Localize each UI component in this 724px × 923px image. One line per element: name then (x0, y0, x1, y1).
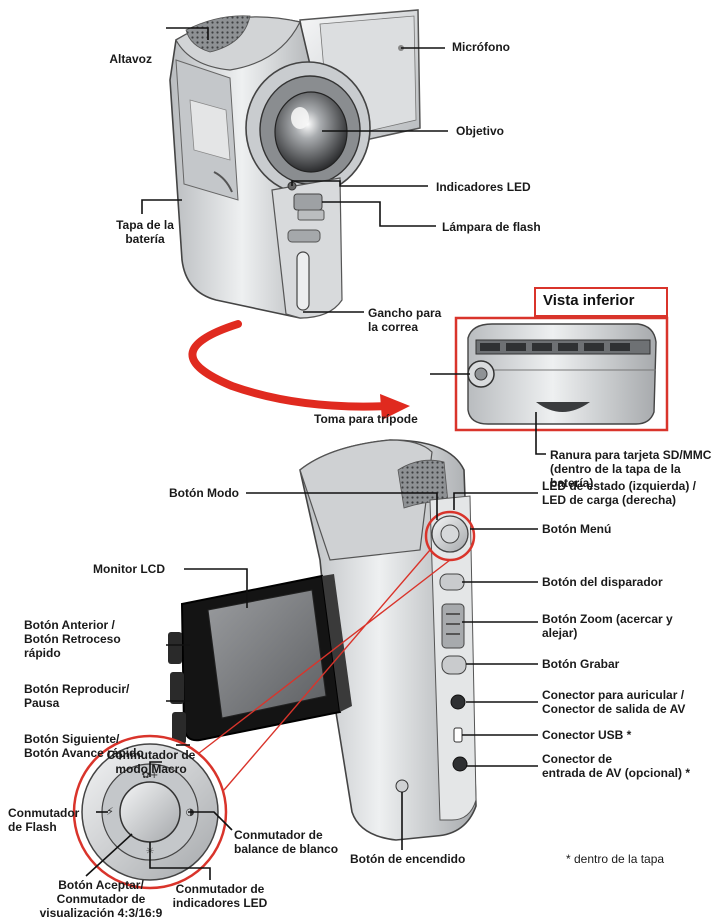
label-boton-encendido: Botón de encendido (350, 852, 466, 866)
label-boton-reproducir: Botón Reproducir/ Pausa (24, 682, 130, 710)
label-microfono: Micrófono (452, 40, 510, 54)
label-conmutador-led: Conmutador de indicadores LED (172, 882, 268, 910)
magnified-dial: ✿+ ⚡ ◑ ☼ (72, 734, 228, 890)
label-toma-tripode: Toma para trípode (314, 412, 418, 426)
label-conector-auricular: Conector para auricular / Conector de sa… (542, 688, 686, 716)
ok-button-icon (119, 781, 181, 843)
arrow-head-icon (380, 394, 410, 420)
label-boton-grabar: Botón Grabar (542, 657, 620, 671)
strap-hook-icon (296, 251, 310, 311)
label-gancho-correa: Gancho para la correa (368, 306, 442, 334)
camera-back-view (168, 439, 477, 841)
label-objetivo: Objetivo (456, 124, 505, 138)
previous-button-icon (168, 632, 182, 664)
earphone-jack-icon (450, 694, 466, 710)
camera-bottom-view (467, 323, 657, 425)
label-boton-aceptar: Botón Aceptar/ Conmutador de visualizaci… (39, 878, 163, 920)
swoosh-arrow (188, 320, 392, 411)
label-conmutador-balance: Conmutador de balance de blanco (234, 828, 339, 856)
bottom-view-title-box (534, 287, 668, 317)
flash-bolt-icon: ⚡ (106, 805, 114, 818)
label-conector-usb: Conector USB * (542, 728, 632, 742)
callout-lines (189, 549, 451, 791)
label-conector-entrada: Conector de entrada de AV (opcional) * (542, 752, 691, 780)
record-button-icon (441, 655, 467, 675)
label-tapa-bateria: Tapa de la batería (116, 218, 174, 246)
label-nota-tapa: * dentro de la tapa (566, 852, 665, 866)
flash-lamp-icon (293, 193, 323, 211)
camera-front-view (169, 9, 421, 319)
leader-lines (85, 27, 546, 880)
label-altavoz: Altavoz (109, 52, 152, 66)
label-lampara-flash: Lámpara de flash (442, 220, 541, 234)
label-conmutador-flash: Conmutador de Flash (8, 806, 80, 834)
power-button-icon (395, 779, 409, 793)
lens-icon (274, 91, 348, 173)
zoom-button-icon (441, 603, 465, 649)
label-indicadores-led: Indicadores LED (436, 180, 531, 194)
label-boton-siguiente: Botón Siguiente/ Botón Avance rápido (24, 732, 144, 760)
label-boton-anterior: Botón Anterior / Botón Retroceso rápido (24, 618, 121, 660)
av-in-jack-icon (452, 756, 468, 772)
label-boton-modo: Botón Modo (169, 486, 239, 500)
lcd-screen (207, 589, 327, 719)
shutter-button-icon (439, 573, 465, 591)
usb-port-icon (453, 727, 463, 743)
speaker-grill-icon (185, 15, 251, 53)
label-boton-menu: Botón Menú (542, 522, 612, 536)
label-ranura-tarjeta: Ranura para tarjeta SD/MMC (dentro de la… (550, 448, 712, 490)
label-vista-inferior: Vista inferior (543, 292, 635, 309)
label-conmutador-macro: Conmutador de modo Macro (106, 748, 196, 776)
label-boton-zoom: Botón Zoom (acercar y alejar) (542, 612, 673, 640)
card-slot-icon (536, 402, 590, 412)
label-boton-disparador: Botón del disparador (542, 575, 663, 589)
play-button-icon (170, 672, 184, 704)
label-monitor-lcd: Monitor LCD (93, 562, 165, 576)
label-led-estado: LED de estado (izquierda) / LED de carga… (542, 479, 697, 507)
next-button-icon (172, 712, 186, 744)
